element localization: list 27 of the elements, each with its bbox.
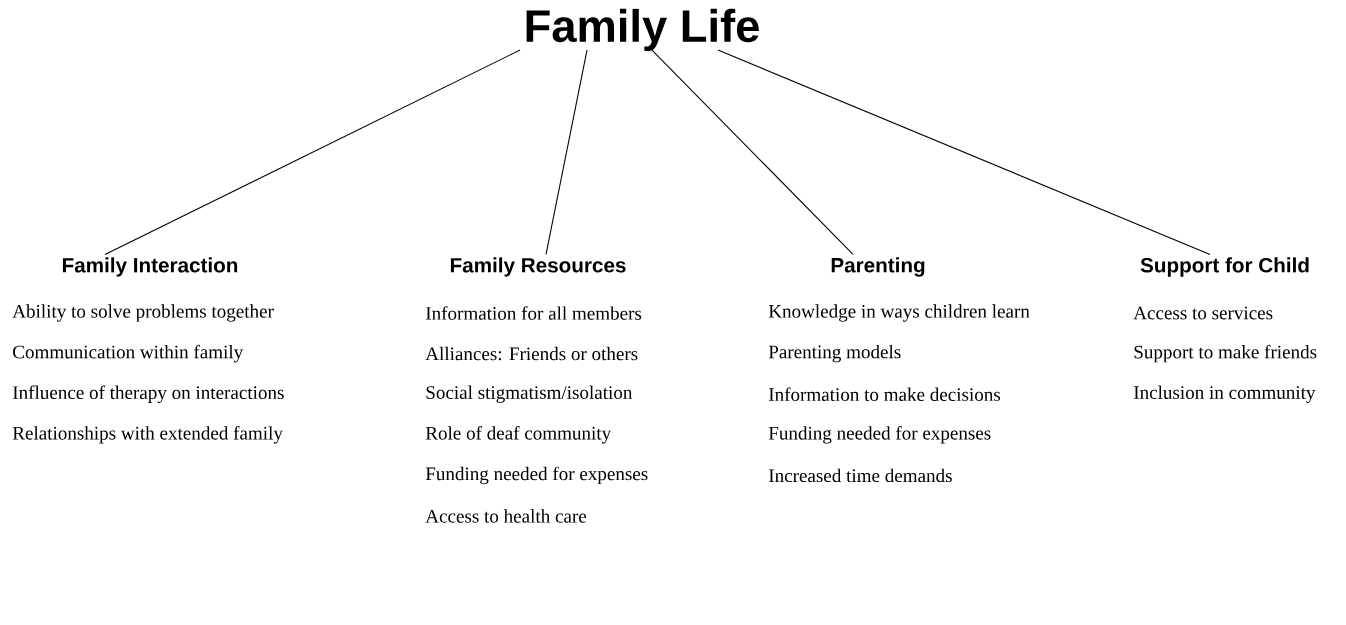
list-item: Funding needed for expenses: [768, 426, 991, 444]
list-item: Ability to solve problems together: [12, 304, 274, 322]
list-item: Social stigmatism/isolation: [426, 385, 633, 403]
list-item: Inclusion in community: [1133, 385, 1316, 403]
list-item: Increased time demands: [768, 468, 952, 483]
list-item: Access to services: [1133, 306, 1273, 320]
connector-line: [545, 49, 588, 255]
list-item: Alliances: Friends or others: [425, 346, 638, 361]
list-item: Support to make friends: [1134, 344, 1317, 363]
list-item: Information to make decisions: [768, 387, 1001, 401]
title-text: Family Life: [526, 8, 759, 52]
list-item: Influence of therapy on interactions: [12, 385, 284, 403]
connector-line: [651, 49, 854, 255]
list-item: Role of deaf community: [425, 426, 612, 444]
list-item: Information for all members: [425, 306, 642, 320]
connector-line: [104, 49, 521, 255]
category-heading: Support for Child: [1140, 257, 1309, 277]
list-item: Communication within family: [13, 344, 244, 363]
connector-line: [717, 49, 1211, 255]
list-item: Access to health care: [425, 509, 587, 523]
category-heading: Parenting: [831, 257, 925, 277]
list-item: Knowledge in ways children learn: [768, 304, 1030, 322]
list-item: Funding needed for expenses: [425, 466, 648, 485]
category-heading: Family Interaction: [62, 257, 238, 277]
category-heading: Family Resources: [450, 257, 626, 277]
list-item: Relationships with extended family: [12, 426, 283, 444]
list-item: Parenting models: [768, 344, 901, 363]
